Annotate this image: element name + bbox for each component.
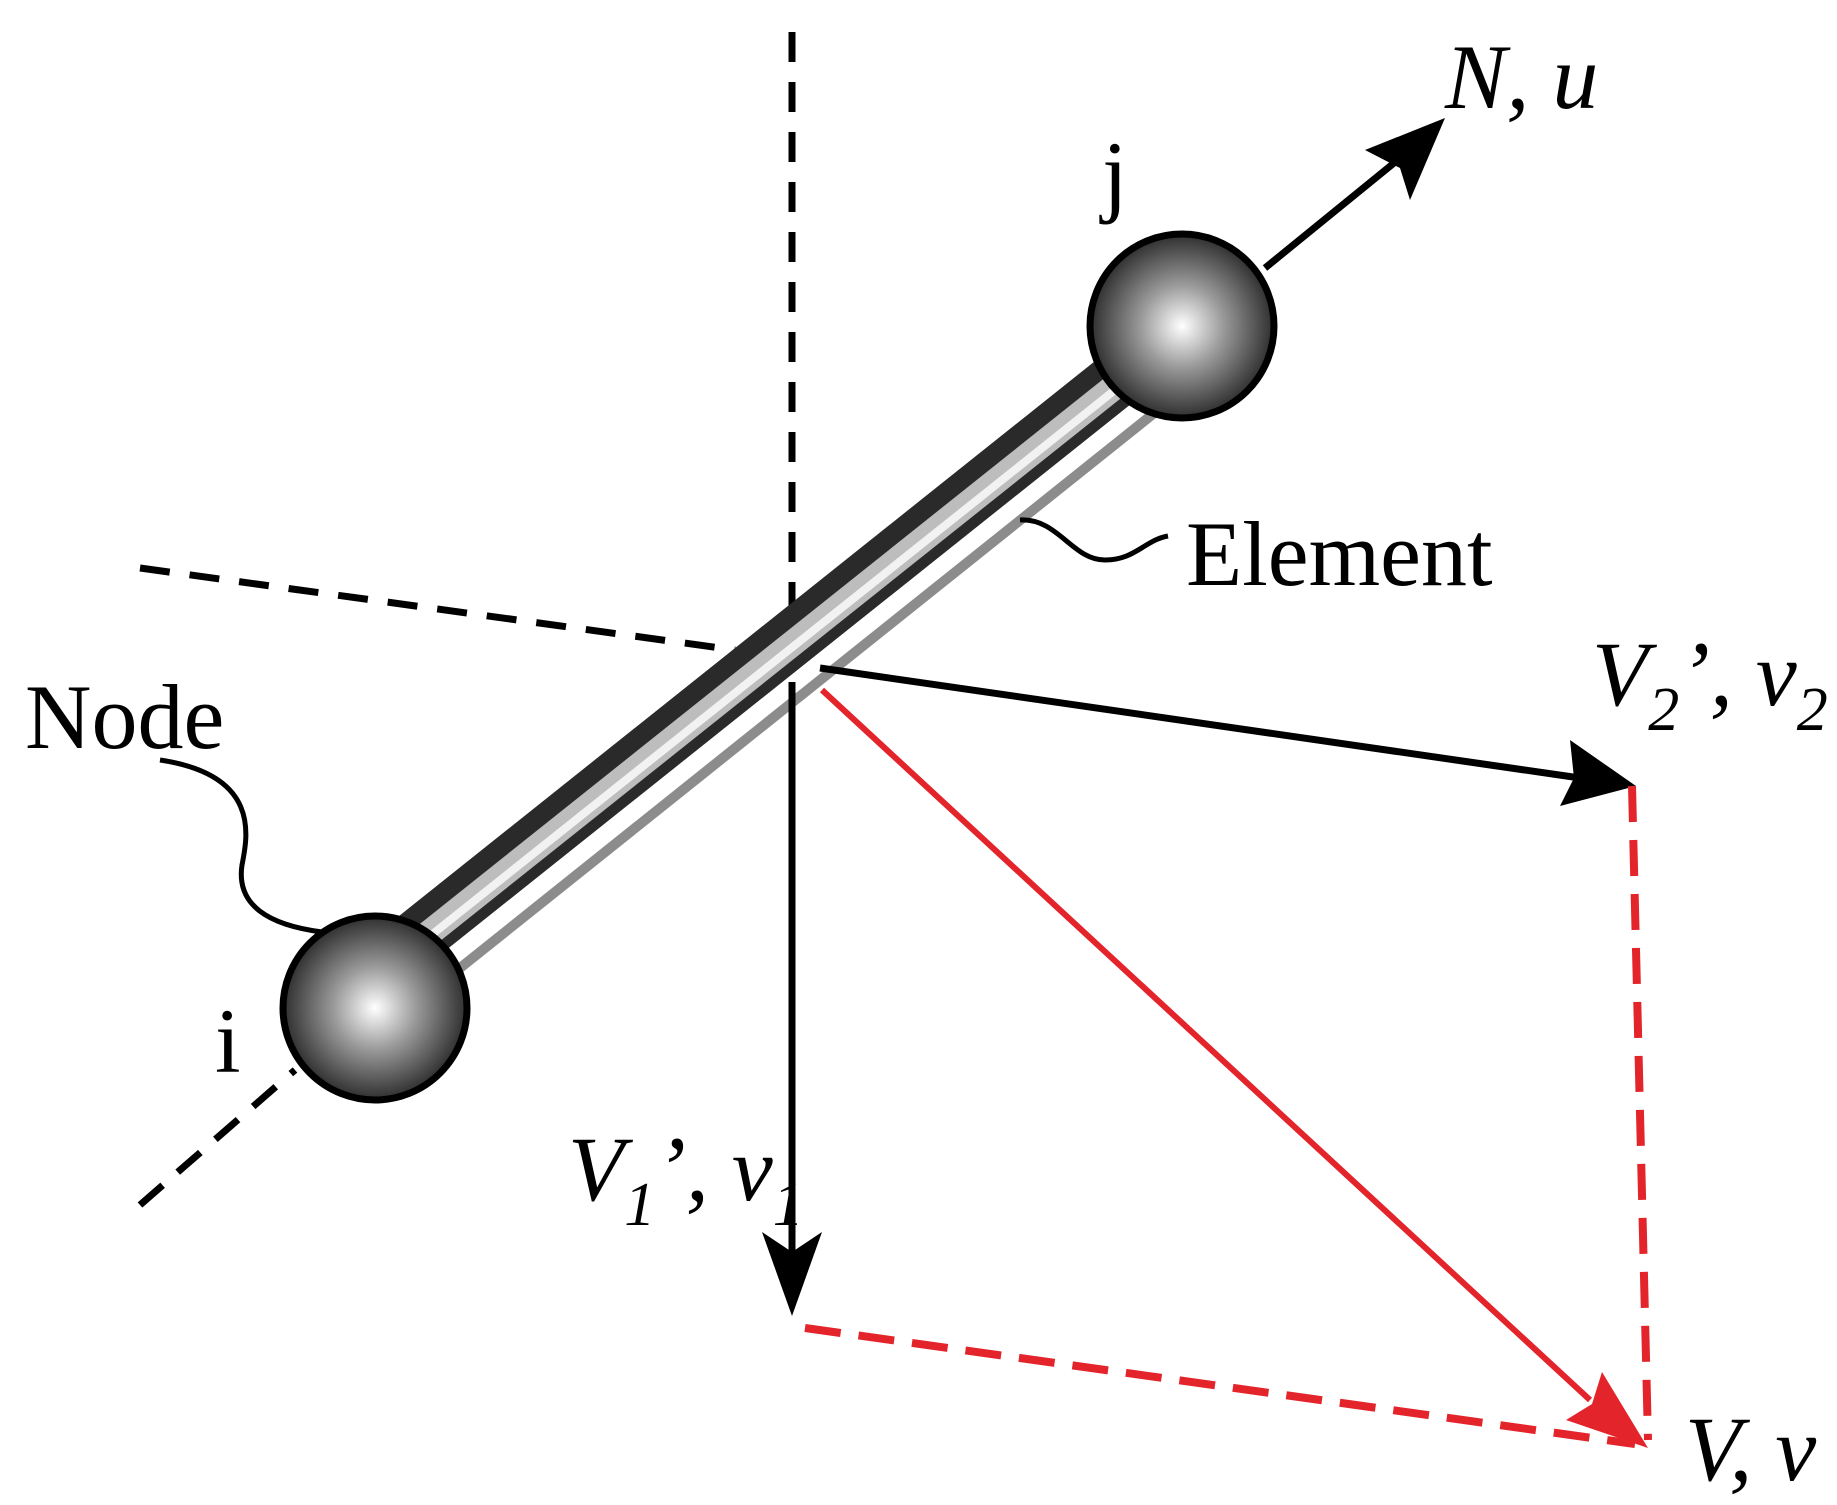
v2-arrow-shaft	[819, 664, 1581, 782]
resultant-label: V, v	[1685, 1398, 1816, 1500]
v1-label-subscript: 1	[624, 1171, 655, 1239]
v2-label: V2’, v2	[1592, 623, 1828, 744]
axial-arrow-head	[1365, 118, 1445, 200]
v1-label-main: V	[568, 1118, 634, 1220]
element-edge-line	[431, 398, 1172, 992]
v1-arrow-head	[762, 1232, 822, 1316]
node-leader-curve	[159, 757, 323, 935]
v2-label-main: V	[1592, 623, 1658, 725]
node-i-label: i	[215, 990, 241, 1092]
resultant-arrow-head	[1566, 1372, 1648, 1448]
v1-label-subscript-2: 1	[773, 1171, 804, 1239]
axial-force-label: N, u	[1444, 26, 1598, 128]
resultant-dashed-bottom	[804, 1324, 1636, 1448]
v2-label-subscript: 2	[1648, 676, 1679, 744]
node-i-sphere	[279, 912, 471, 1104]
transverse-reference-dashed-line	[139, 564, 736, 654]
element-label: Element	[1186, 503, 1493, 605]
element-bar-core	[397, 366, 1143, 964]
v2-arrow-head	[1560, 740, 1636, 806]
resultant-dashed-right	[1628, 785, 1652, 1441]
node-j-label: j	[1099, 123, 1128, 225]
axial-arrow-shaft	[1262, 147, 1413, 271]
axial-reference-dashed-line	[137, 1067, 298, 1208]
resultant-arrow-shaft	[819, 687, 1593, 1403]
beam-element	[377, 343, 1172, 992]
node-j-sphere	[1086, 230, 1278, 422]
v1-label-rest: ’, v	[655, 1118, 773, 1220]
v2-label-subscript-2: 2	[1797, 676, 1828, 744]
element-leader-curve	[1019, 517, 1169, 563]
node-label: Node	[25, 666, 224, 768]
v1-label: V1’, v1	[568, 1118, 804, 1239]
v2-label-rest: ’, v	[1679, 623, 1797, 725]
